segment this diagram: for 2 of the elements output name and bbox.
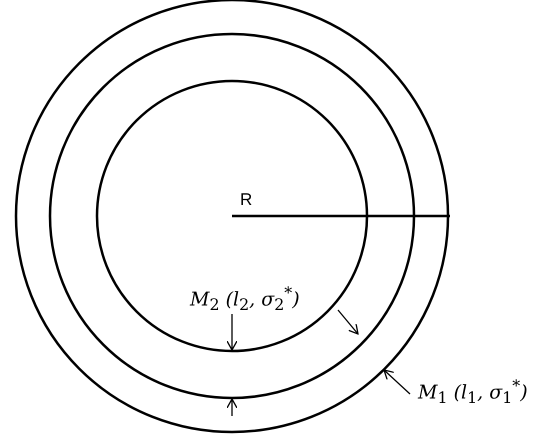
layer-label: M$_{2}$ (l$_{2}$, σ$_{2}$$^{*}$) [190, 283, 300, 314]
radius-label: R [240, 190, 252, 210]
